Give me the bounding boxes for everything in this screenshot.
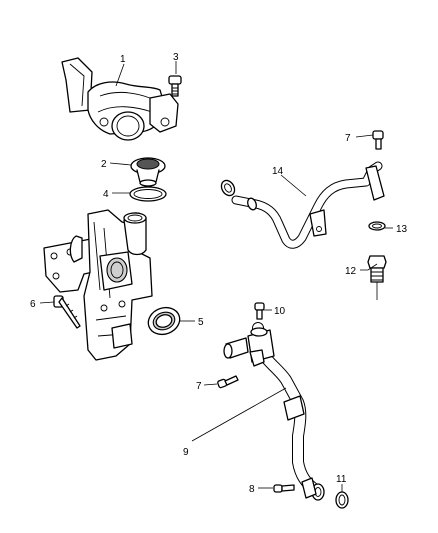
bolt-part-7-lower [217, 375, 239, 389]
callout-11: 11 [336, 474, 347, 485]
callout-10: 10 [274, 306, 286, 317]
o-ring-part-11 [335, 491, 349, 509]
bolt-part-8 [273, 484, 295, 493]
callout-3: 3 [173, 52, 179, 63]
callout-6: 6 [30, 299, 36, 310]
callout-4: 4 [103, 189, 109, 200]
bolt-part-7-upper [372, 130, 384, 150]
callout-12: 12 [345, 266, 357, 277]
callout-13: 13 [396, 224, 408, 235]
bolt-part-10 [254, 302, 265, 320]
callout-9: 9 [183, 447, 189, 458]
stud-part-6 [53, 295, 81, 329]
callout-8: 8 [249, 484, 255, 495]
coolant-tube-part-14 [220, 161, 385, 249]
callout-7-lower: 7 [196, 381, 202, 392]
water-pump-housing [43, 209, 153, 361]
leader-lines [39, 61, 393, 492]
callout-14: 14 [272, 166, 284, 177]
coolant-pipe-part-9 [223, 322, 325, 501]
seal-ring-part-5 [147, 306, 181, 336]
bolt-part-3 [168, 75, 182, 97]
callout-1: 1 [120, 54, 126, 65]
callout-labels: 1 3 2 4 5 6 7 14 13 12 10 7 9 8 11 [30, 52, 408, 495]
callout-7-upper: 7 [345, 133, 351, 144]
gasket-part-4 [129, 186, 167, 202]
fitting-part-12 [367, 255, 387, 300]
washer-part-13 [368, 221, 386, 231]
callout-5: 5 [198, 317, 204, 328]
thermostat-part-2 [130, 157, 166, 187]
thermostat-housing-part-1 [61, 57, 179, 141]
callout-2: 2 [101, 159, 107, 170]
